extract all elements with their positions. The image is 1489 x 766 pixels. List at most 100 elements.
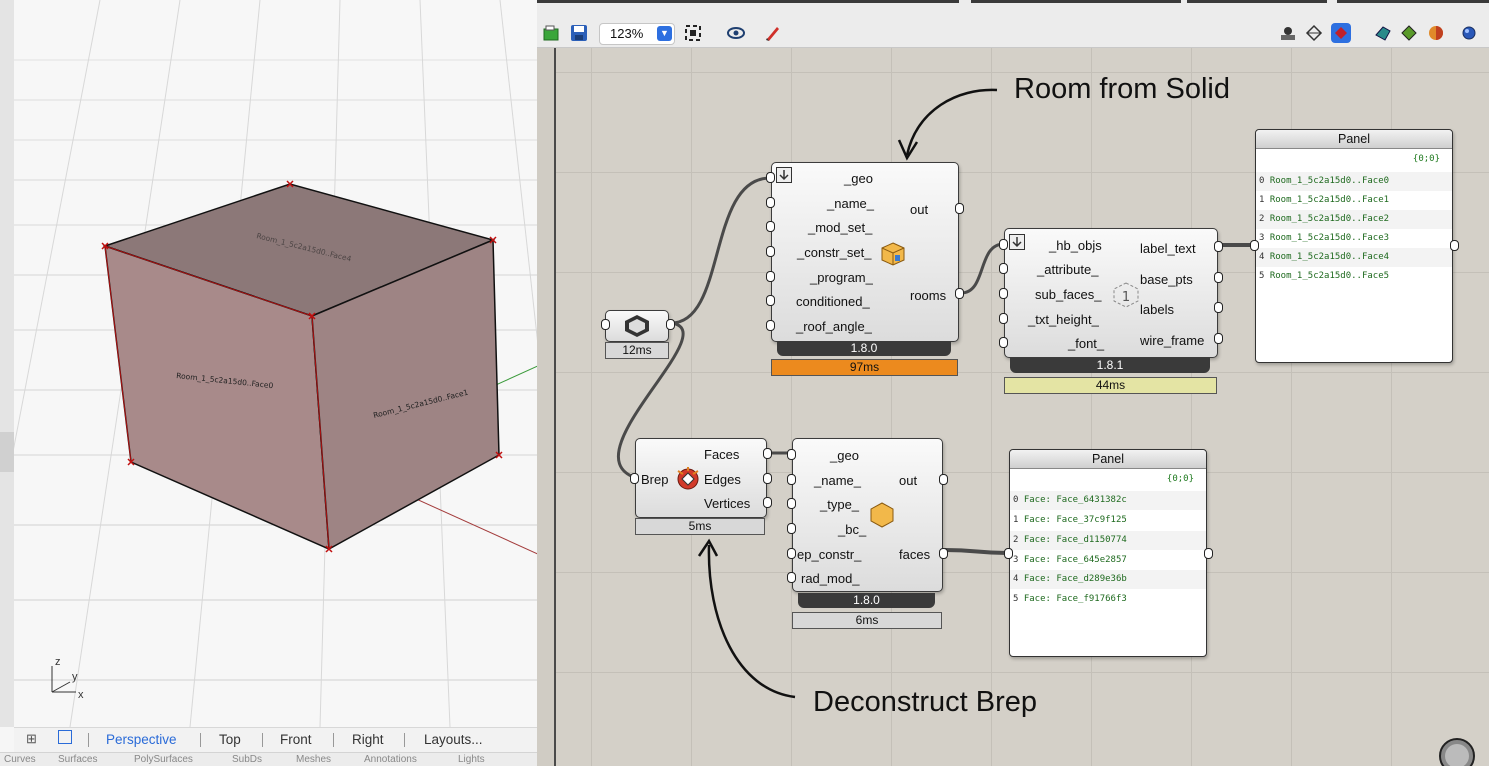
output-grip[interactable] — [1214, 272, 1223, 283]
canvas-widget-icon[interactable] — [1435, 734, 1475, 766]
preview-shaded-icon[interactable] — [1331, 23, 1351, 43]
preview-wire-icon[interactable] — [1304, 23, 1324, 43]
port-txt-height: _txt_height_ — [1028, 312, 1099, 327]
rhino-viewport[interactable]: Room_1_5c2a15d0..Face0 Room_1_5c2a15d0..… — [0, 0, 540, 766]
input-grip[interactable] — [766, 172, 775, 183]
geometry-param-icon — [625, 315, 649, 337]
input-grip[interactable] — [1250, 240, 1259, 251]
input-grip[interactable] — [1004, 548, 1013, 559]
panel-top[interactable]: Panel {0;0} 0 Room_1_5c2a15d0..Face0 1 R… — [1255, 129, 1453, 363]
save-file-icon[interactable] — [569, 23, 589, 43]
panel-bottom[interactable]: Panel {0;0} 0 Face: Face_6431382c 1 Face… — [1009, 449, 1207, 657]
filter-meshes[interactable]: Meshes — [296, 754, 332, 765]
preview-mesh-icon[interactable] — [1373, 23, 1393, 43]
filter-polysurfaces[interactable]: PolySurfaces — [134, 754, 193, 765]
filter-annotations[interactable]: Annotations — [364, 754, 417, 765]
port-conditioned: conditioned_ — [796, 294, 870, 309]
timing-label: 6ms — [792, 612, 942, 629]
blue-sphere-icon[interactable] — [1459, 23, 1479, 43]
tab-right[interactable]: Right — [352, 732, 384, 747]
output-grip[interactable] — [1214, 333, 1223, 344]
preview-eye-icon[interactable] — [726, 23, 746, 43]
input-grip[interactable] — [630, 473, 639, 484]
wire — [617, 321, 685, 480]
tab-front[interactable]: Front — [280, 732, 312, 747]
callout-room-from-solid: Room from Solid — [1014, 73, 1230, 105]
tab-strip-segment[interactable] — [537, 0, 959, 3]
face-hexagon-icon — [870, 502, 894, 528]
side-panel-handle[interactable] — [0, 432, 14, 472]
wires-layer — [617, 88, 1255, 699]
version-label: 1.8.0 — [798, 593, 935, 608]
input-grip[interactable] — [787, 572, 796, 583]
output-grip[interactable] — [1204, 548, 1213, 559]
filter-curves[interactable]: Curves — [4, 754, 36, 765]
output-grip[interactable] — [666, 319, 675, 330]
input-grip[interactable] — [766, 197, 775, 208]
port-attribute: _attribute_ — [1037, 262, 1099, 277]
perspective-viewport-canvas[interactable]: Room_1_5c2a15d0..Face0 Room_1_5c2a15d0..… — [0, 0, 540, 766]
port-constr-set: _constr_set_ — [797, 245, 872, 260]
tab-strip-segment[interactable] — [1187, 0, 1327, 3]
input-grip[interactable] — [999, 337, 1008, 348]
input-grip[interactable] — [601, 319, 610, 330]
face-node[interactable] — [792, 438, 943, 592]
input-grip[interactable] — [766, 320, 775, 331]
input-grip[interactable] — [766, 221, 775, 232]
tab-top[interactable]: Top — [219, 732, 241, 747]
panel-row: 4 Room_1_5c2a15d0..Face4 — [1256, 248, 1452, 267]
input-grip[interactable] — [766, 246, 775, 257]
arrow-down-icon[interactable] — [1009, 234, 1025, 250]
input-grip[interactable] — [999, 239, 1008, 250]
filter-subds[interactable]: SubDs — [232, 754, 263, 765]
chevron-down-icon[interactable]: ▼ — [657, 26, 672, 41]
input-grip[interactable] — [787, 474, 796, 485]
input-grip[interactable] — [766, 271, 775, 282]
geometry-param-node[interactable] — [605, 310, 669, 342]
preview-mode-off-icon[interactable] — [1278, 23, 1298, 43]
zoom-extents-icon[interactable] — [683, 23, 703, 43]
output-grip[interactable] — [939, 548, 948, 559]
input-grip[interactable] — [999, 313, 1008, 324]
sketch-pen-icon[interactable] — [763, 23, 783, 43]
input-grip[interactable] — [766, 295, 775, 306]
input-grip[interactable] — [999, 263, 1008, 274]
room-from-solid-node[interactable] — [771, 162, 959, 342]
tab-layouts[interactable]: Layouts... — [424, 732, 483, 747]
output-grip[interactable] — [763, 473, 772, 484]
room-box[interactable] — [102, 183, 500, 551]
input-grip[interactable] — [999, 288, 1008, 299]
room-cube-icon — [881, 242, 905, 266]
label-rooms-node[interactable]: 1 — [1004, 228, 1218, 358]
zoom-value: 123% — [610, 26, 644, 41]
tab-strip-segment[interactable] — [971, 0, 1181, 3]
output-grip[interactable] — [1214, 241, 1223, 252]
output-grip[interactable] — [1450, 240, 1459, 251]
zoom-selector[interactable]: 123% ▼ — [599, 23, 675, 45]
preview-selected-icon[interactable] — [1399, 23, 1419, 43]
tab-perspective[interactable]: Perspective — [106, 732, 177, 747]
filter-surfaces[interactable]: Surfaces — [58, 754, 98, 765]
output-grip[interactable] — [955, 288, 964, 299]
filter-lights[interactable]: Lights — [458, 754, 485, 765]
material-sphere-icon[interactable] — [1426, 23, 1446, 43]
single-viewport-icon[interactable] — [58, 730, 72, 744]
arrow-down-icon[interactable] — [776, 167, 792, 183]
object-filter-bar: Curves Surfaces PolySurfaces SubDs Meshe… — [0, 752, 540, 766]
output-grip[interactable] — [1214, 302, 1223, 313]
input-grip[interactable] — [787, 523, 796, 534]
port-wire-frame: wire_frame — [1140, 333, 1205, 348]
input-grip[interactable] — [787, 498, 796, 509]
open-file-icon[interactable] — [541, 23, 561, 43]
timing-label: 12ms — [605, 342, 669, 359]
grid-layout-icon[interactable]: ⊞ — [26, 731, 37, 746]
wire — [960, 242, 1005, 295]
output-grip[interactable] — [939, 474, 948, 485]
port-name: _name_ — [827, 196, 874, 211]
output-grip[interactable] — [763, 497, 772, 508]
input-grip[interactable] — [787, 449, 796, 460]
output-grip[interactable] — [955, 203, 964, 214]
output-grip[interactable] — [763, 448, 772, 459]
input-grip[interactable] — [787, 548, 796, 559]
tab-strip-segment[interactable] — [1337, 0, 1489, 3]
